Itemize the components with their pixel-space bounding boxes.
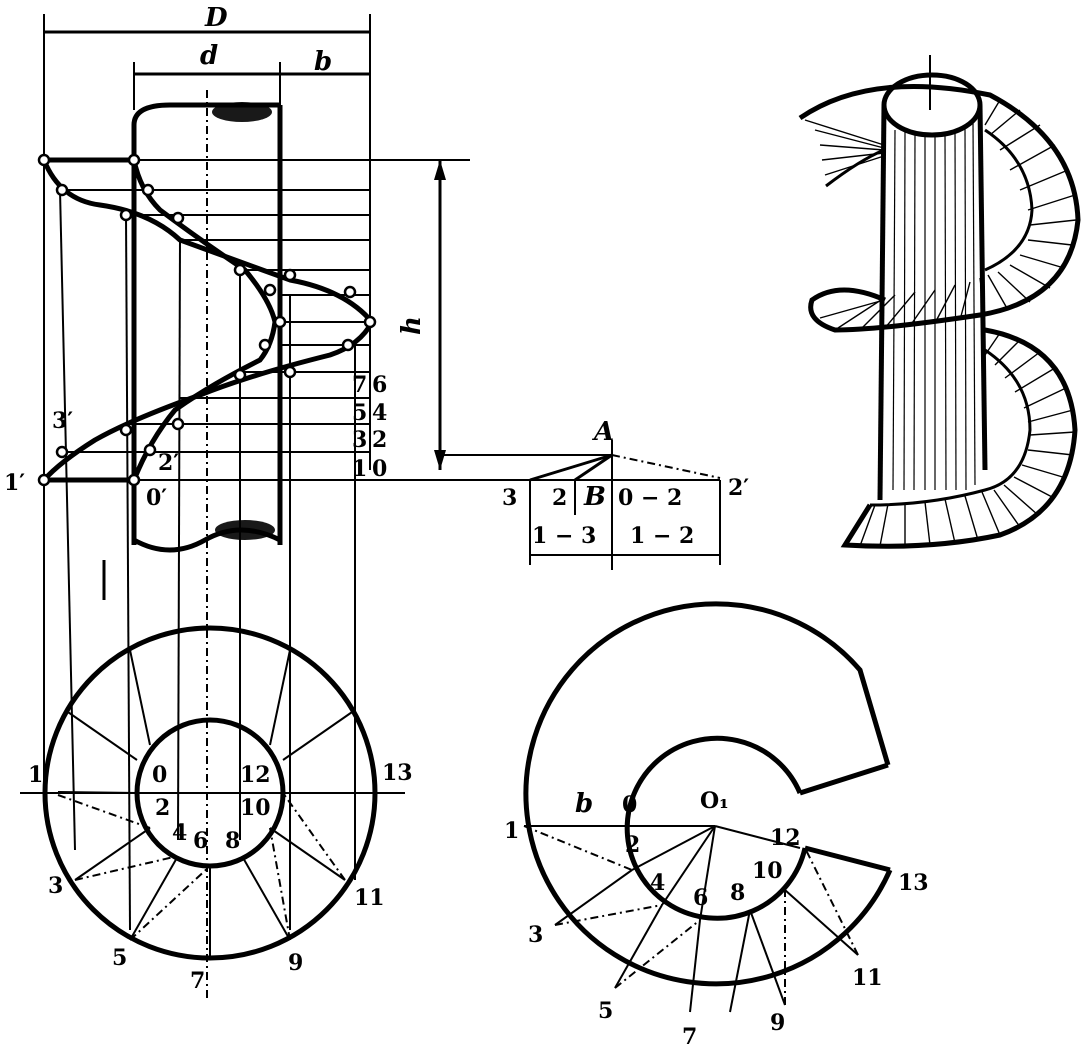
dim-h-arrow-bottom	[434, 450, 446, 470]
label-2-prime: 2′	[158, 450, 179, 476]
plan-5: 5	[112, 945, 127, 971]
inner-helix	[131, 159, 278, 481]
plan-3: 3	[48, 873, 63, 899]
3d-upper-steps	[804, 99, 1077, 331]
tri-mid-2: 2	[552, 485, 567, 511]
dev-radius-12	[714, 825, 801, 849]
label-0-prime: 0′	[146, 485, 167, 511]
proj-v4	[177, 239, 181, 841]
tri-1-2: 1 − 2	[630, 523, 694, 549]
3d-cylinder-hatching	[892, 121, 976, 491]
side-4: 4	[372, 400, 387, 426]
dev-9: 9	[770, 1010, 785, 1036]
dev-3: 3	[528, 922, 543, 948]
plan-9: 9	[288, 950, 303, 976]
dev-5: 5	[598, 998, 613, 1024]
tri-A: A	[591, 417, 614, 447]
side-2: 2	[372, 427, 387, 453]
tri-hyp-mid	[574, 453, 613, 482]
plan-7: 7	[190, 968, 205, 994]
label-3-prime: 3′	[52, 408, 73, 434]
development-view: O₁ b 1 0 2 12 4 6 8 10 3 5 7 9 11 13	[504, 601, 929, 1050]
dev-b: b	[575, 789, 593, 819]
side-7: 7	[352, 372, 367, 398]
3d-cylinder-right	[977, 104, 988, 471]
3d-cylinder-top	[881, 72, 983, 138]
dev-radial-lines	[523, 825, 859, 1013]
plan-6: 6	[193, 828, 208, 854]
plan-13: 13	[382, 760, 413, 786]
dev-outer-arc	[523, 601, 893, 987]
helicoid-3d-view	[798, 55, 1081, 549]
helix-points	[37, 153, 377, 487]
dim-h-arrow-top	[434, 160, 446, 180]
tri-0-2: 0 − 2	[618, 485, 682, 511]
core-cylinder-top	[131, 102, 280, 126]
side-0: 0	[372, 456, 387, 482]
dim-b-label: b	[314, 47, 332, 77]
3d-lower-steps	[859, 332, 1076, 547]
plan-10: 10	[240, 795, 271, 821]
tri-1-3: 1 − 3	[532, 523, 596, 549]
dim-h-label: h	[397, 316, 427, 335]
dev-2: 2	[625, 832, 640, 858]
label-1-prime: 1′	[4, 470, 25, 496]
dev-6: 6	[693, 885, 708, 911]
tri-hyp-left	[529, 453, 613, 482]
dev-7: 7	[682, 1024, 697, 1050]
dev-11: 11	[852, 965, 883, 991]
plan-11: 11	[354, 885, 385, 911]
dev-cut-13	[804, 845, 891, 873]
plan-2: 2	[155, 795, 170, 821]
dev-1: 1	[504, 818, 519, 844]
3d-upper-outer-edge	[798, 83, 1081, 333]
side-6: 6	[372, 372, 387, 398]
plan-8: 8	[225, 828, 240, 854]
core-bottom-hatch	[215, 520, 275, 540]
tri-hyp-right	[611, 454, 721, 479]
dev-cut-inner	[799, 762, 889, 796]
3d-cylinder-left	[877, 104, 887, 501]
3d-lower-inner-edge	[869, 348, 1032, 507]
dev-13: 13	[898, 870, 929, 896]
side-1: 1	[352, 456, 367, 482]
true-length-triangle: A B 3 2 0 − 2 2′ 1 − 3 1 − 2	[395, 417, 749, 570]
plan-radial-lines	[57, 649, 362, 958]
plan-0: 0	[152, 762, 167, 788]
dev-12: 12	[770, 825, 801, 851]
plan-12: 12	[240, 762, 271, 788]
tri-B: B	[583, 482, 606, 512]
dev-8: 8	[730, 880, 745, 906]
dim-D-label: D	[204, 3, 228, 33]
side-5: 5	[352, 400, 367, 426]
side-3: 3	[352, 427, 367, 453]
tri-2-prime: 2′	[728, 475, 749, 501]
3d-lower-outer-edge	[840, 327, 1078, 549]
dev-O1: O₁	[700, 788, 729, 814]
proj-v3	[125, 214, 131, 931]
plan-1: 1	[28, 762, 43, 788]
dev-0: 0	[622, 792, 637, 818]
tri-left-3: 3	[502, 485, 517, 511]
dev-inner-arc	[624, 735, 808, 921]
plan-view: 1 0 12 13 2 10 4 6 8 3 11 5 9 7	[20, 625, 413, 994]
proj-v2	[59, 189, 76, 851]
elevation-view: D d b h	[4, 3, 470, 1000]
dev-4: 4	[650, 870, 665, 896]
core-top-hatch	[212, 102, 272, 122]
dim-d-label: d	[200, 41, 218, 71]
3d-upper-inner-edge	[825, 128, 1034, 272]
dev-10: 10	[752, 858, 783, 884]
plan-4: 4	[172, 820, 187, 846]
